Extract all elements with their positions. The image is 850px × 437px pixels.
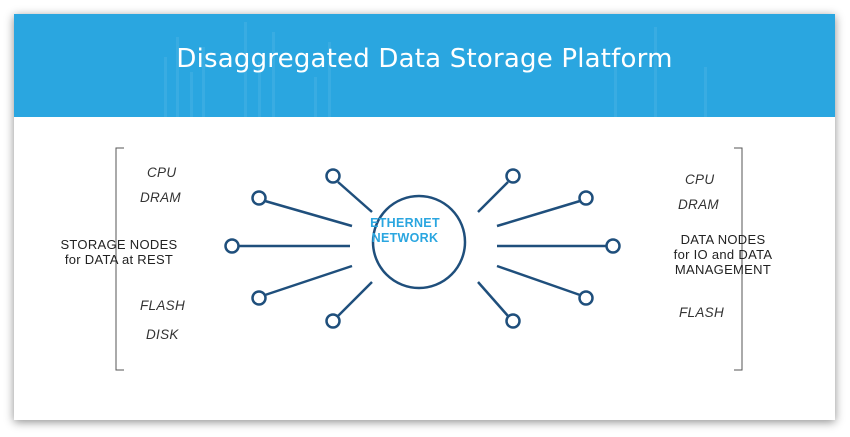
right-item-flash: FLASH bbox=[679, 305, 725, 320]
banner-decoration bbox=[614, 52, 617, 117]
spoke-line bbox=[477, 181, 509, 213]
spoke-node bbox=[325, 168, 341, 184]
hub-label: ETHERNET NETWORK bbox=[360, 216, 450, 246]
banner-decoration bbox=[328, 42, 331, 117]
spoke-node bbox=[251, 290, 267, 306]
hub-circle bbox=[371, 194, 467, 290]
banner-decoration bbox=[258, 62, 261, 117]
page-title: Disaggregated Data Storage Platform bbox=[176, 44, 673, 74]
spoke-node bbox=[325, 313, 341, 329]
network-spokes bbox=[224, 168, 621, 329]
left-item-disk: DISK bbox=[146, 327, 179, 342]
left-group-title-line: for DATA at REST bbox=[64, 252, 174, 267]
left-item-flash: FLASH bbox=[140, 298, 186, 313]
spoke-node bbox=[605, 238, 621, 254]
right-group-title-line: DATA NODES bbox=[680, 232, 766, 247]
banner-decoration bbox=[272, 32, 275, 117]
title-banner: Disaggregated Data Storage Platform bbox=[14, 14, 835, 117]
left-item-dram: DRAM bbox=[140, 190, 181, 205]
spoke-line bbox=[496, 264, 581, 297]
right-item-cpu: CPU bbox=[685, 172, 715, 187]
banner-decoration bbox=[190, 72, 193, 117]
spoke-line bbox=[496, 199, 581, 228]
left-bracket bbox=[115, 147, 124, 371]
right-bracket bbox=[734, 147, 743, 371]
left-group-title: STORAGE NODES for DATA at REST bbox=[52, 237, 186, 267]
spoke-node bbox=[505, 313, 521, 329]
spoke-node bbox=[578, 190, 594, 206]
right-group-title-line: for IO and DATA bbox=[673, 247, 773, 262]
banner-decoration bbox=[202, 47, 205, 117]
banner-decoration bbox=[244, 22, 247, 117]
spoke-node bbox=[578, 290, 594, 306]
banner-decoration bbox=[164, 57, 167, 117]
banner-decoration bbox=[314, 77, 317, 117]
spoke-node bbox=[224, 238, 240, 254]
right-item-dram: DRAM bbox=[678, 197, 719, 212]
spoke-line bbox=[477, 281, 509, 317]
slide: Disaggregated Data Storage Platform bbox=[14, 14, 835, 420]
spoke-line bbox=[264, 199, 353, 228]
left-item-cpu: CPU bbox=[147, 165, 177, 180]
spoke-line bbox=[337, 181, 373, 213]
banner-decoration bbox=[704, 67, 707, 117]
spoke-node bbox=[251, 190, 267, 206]
banner-decoration bbox=[176, 37, 179, 117]
right-group-title: DATA NODES for IO and DATA MANAGEMENT bbox=[660, 232, 786, 277]
banner-decoration bbox=[654, 27, 657, 117]
right-group-title-line: MANAGEMENT bbox=[674, 262, 772, 277]
hub-label-line: ETHERNET bbox=[370, 216, 440, 230]
hub-label-line: NETWORK bbox=[371, 231, 439, 245]
left-group-title-line: STORAGE NODES bbox=[60, 237, 178, 252]
spoke-node bbox=[505, 168, 521, 184]
spoke-line bbox=[264, 264, 353, 297]
spoke-line bbox=[337, 281, 373, 317]
